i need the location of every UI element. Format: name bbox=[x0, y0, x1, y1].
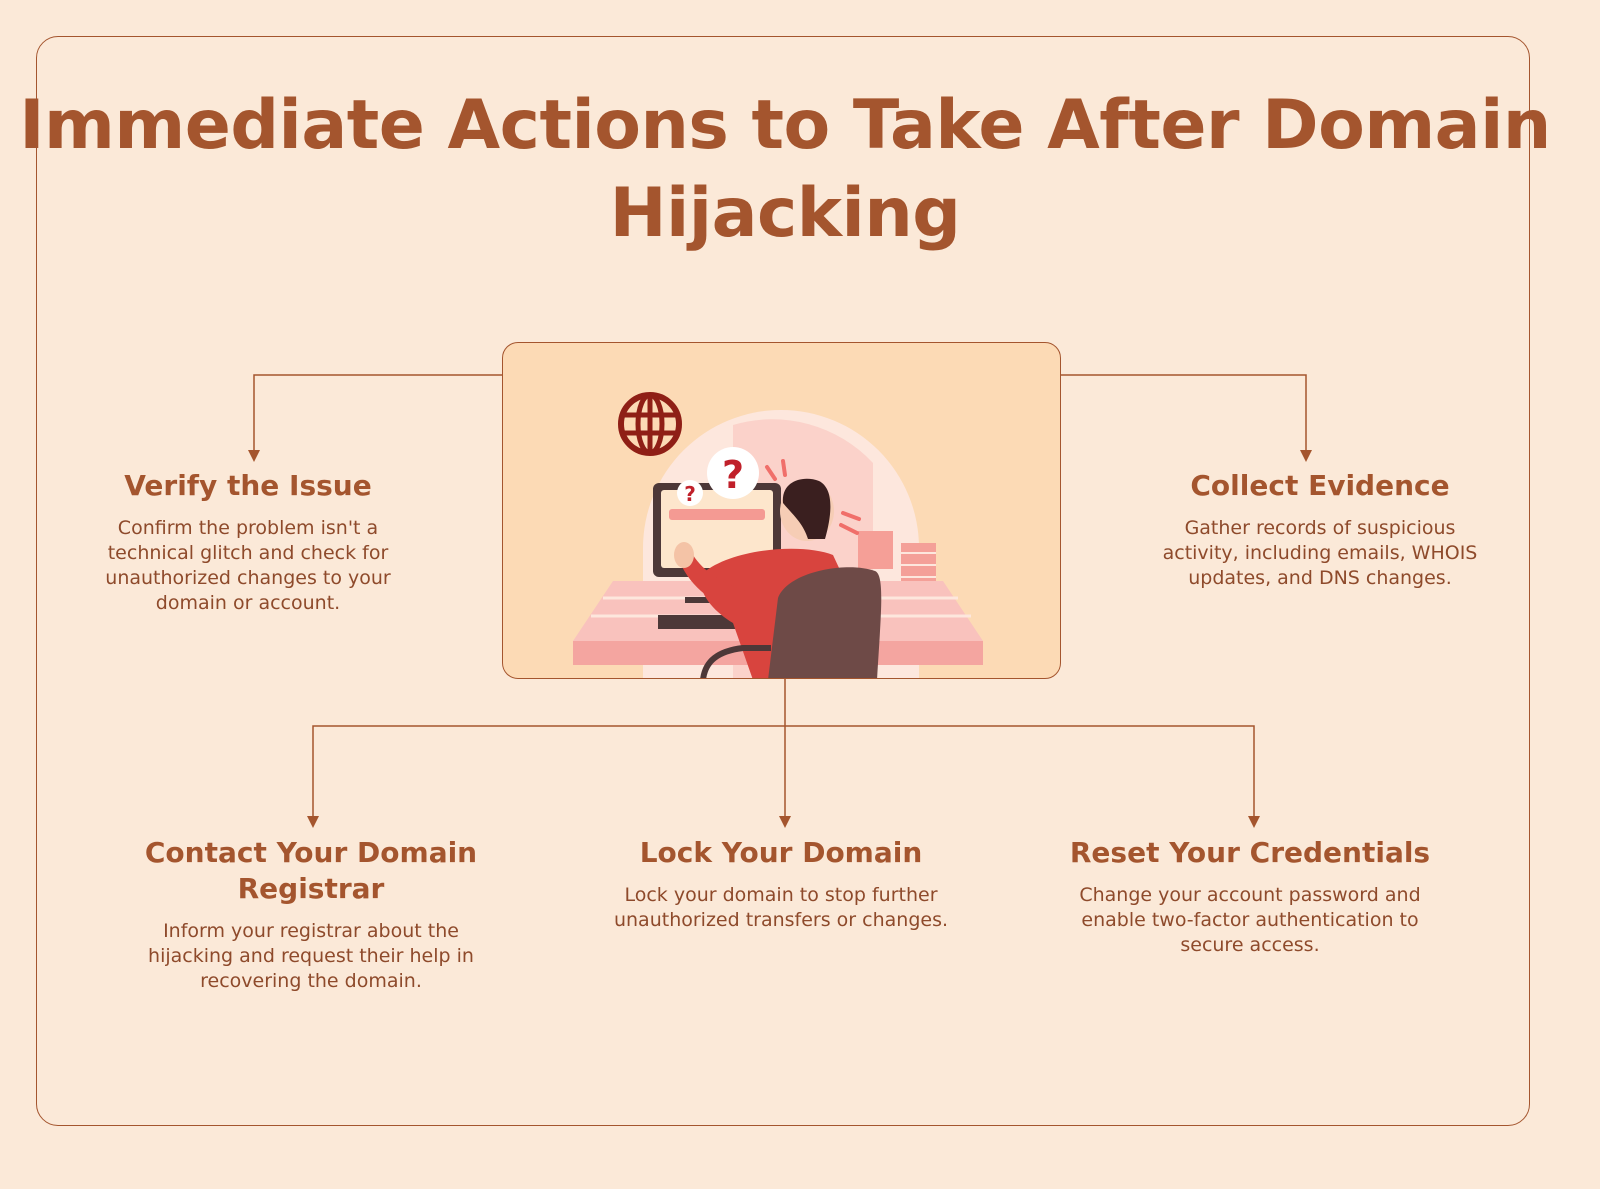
step-verify-text: Confirm the problem isn't a technical gl… bbox=[105, 517, 391, 614]
question-bubble-icon: ? ? bbox=[677, 447, 759, 506]
step-collect: Collect Evidence Gather records of suspi… bbox=[1150, 468, 1490, 591]
step-reset-title: Reset Your Credentials bbox=[1069, 836, 1431, 869]
step-lock-text: Lock your domain to stop further unautho… bbox=[613, 884, 949, 931]
connector-contact bbox=[307, 725, 785, 828]
step-verify-title: Verify the Issue bbox=[124, 469, 372, 502]
page-title: Immediate Actions to Take After Domain H… bbox=[19, 86, 1551, 253]
step-verify: Verify the Issue Confirm the problem isn… bbox=[92, 468, 404, 616]
office-chair bbox=[700, 567, 882, 678]
step-contact-text: Inform your registrar about the hijackin… bbox=[148, 920, 474, 992]
hijacking-illustration: ? ? bbox=[502, 342, 1061, 679]
step-lock: Lock Your Domain Lock your domain to sto… bbox=[600, 835, 962, 933]
step-reset-text: Change your account password and enable … bbox=[1079, 884, 1421, 956]
step-collect-text: Gather records of suspicious activity, i… bbox=[1162, 517, 1478, 589]
step-lock-title: Lock Your Domain bbox=[639, 836, 923, 869]
connector-collect bbox=[1061, 374, 1312, 462]
step-collect-title: Collect Evidence bbox=[1190, 469, 1450, 502]
svg-text:?: ? bbox=[684, 482, 696, 506]
outer-frame bbox=[36, 36, 1530, 1126]
step-reset: Reset Your Credentials Change your accou… bbox=[1064, 835, 1436, 958]
globe-icon bbox=[618, 392, 682, 456]
svg-text:?: ? bbox=[722, 453, 744, 497]
step-contact-title: Contact Your Domain Registrar bbox=[144, 836, 478, 905]
connector-verify bbox=[248, 374, 502, 462]
step-contact: Contact Your Domain Registrar Inform you… bbox=[135, 835, 487, 994]
connector-reset bbox=[785, 725, 1260, 828]
